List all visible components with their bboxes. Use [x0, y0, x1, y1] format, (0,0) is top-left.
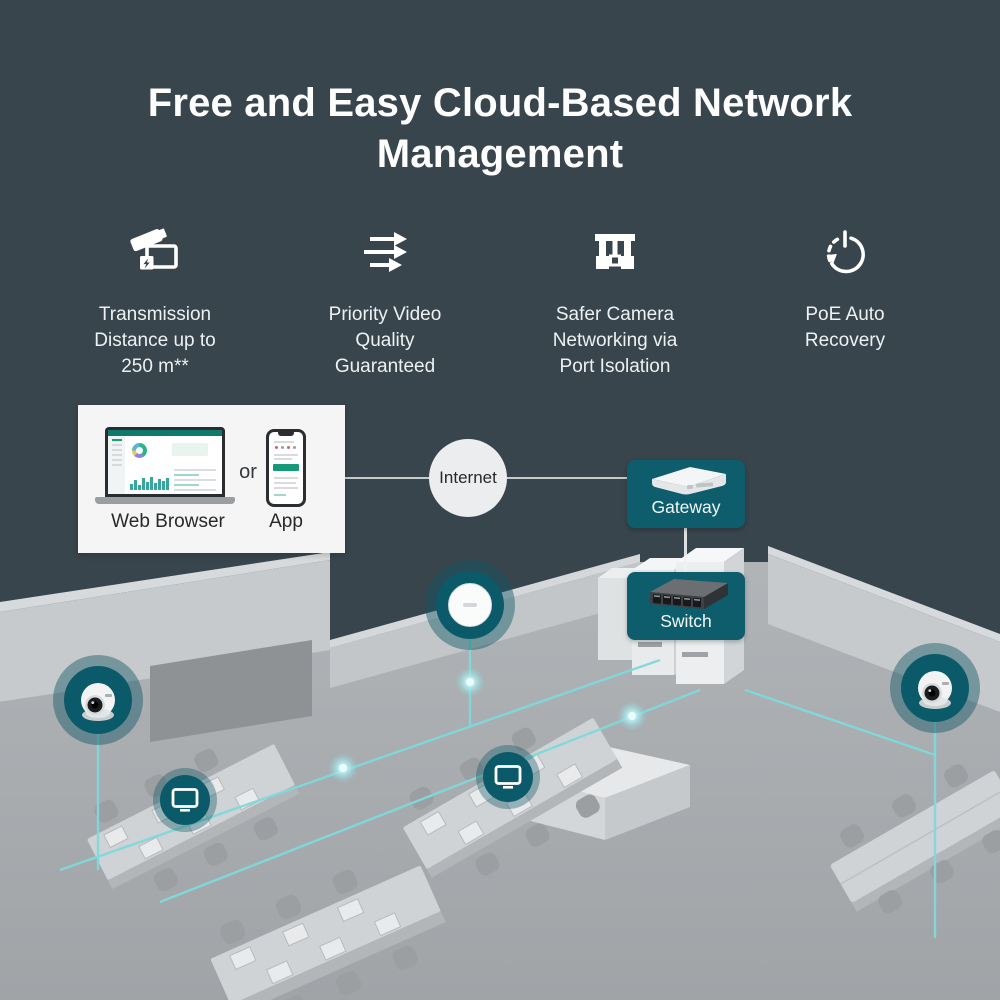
feature-transmission-distance: Transmission Distance up to 250 m**: [40, 224, 270, 379]
monitor-node-center: [476, 745, 540, 809]
feature-label: Priority Video Quality Guaranteed: [328, 304, 442, 377]
left-wall: [0, 552, 330, 742]
switch-node: Switch: [627, 572, 745, 640]
poe-auto-recovery-icon: [817, 224, 873, 282]
management-card: or Web Browser App: [78, 405, 345, 553]
network-cables: [59, 638, 937, 938]
laptop-screen: [105, 427, 225, 497]
features-row: Transmission Distance up to 250 m** Prio…: [40, 224, 960, 379]
monitor-icon: [171, 787, 199, 812]
gateway-label: Gateway: [651, 497, 721, 517]
ip-camera-icon: [81, 683, 115, 721]
wall-panel: [150, 640, 312, 742]
switch-device-icon: [650, 579, 728, 609]
port-isolation-icon: [587, 224, 643, 282]
monitor-icon: [494, 764, 522, 789]
web-browser-label: Web Browser: [111, 511, 225, 532]
glow-dot: [328, 753, 358, 783]
feature-priority-video: Priority Video Quality Guaranteed: [270, 224, 500, 379]
feature-label: Safer Camera Networking via Port Isolati…: [552, 304, 678, 377]
internet-node: Internet: [429, 439, 507, 517]
priority-arrows-icon: [357, 224, 413, 282]
feature-label: Transmission Distance up to 250 m**: [94, 304, 216, 377]
or-label: or: [239, 461, 257, 483]
feature-label: PoE Auto Recovery: [804, 304, 886, 351]
monitor-node-left: [153, 768, 217, 832]
access-point-node: [425, 560, 515, 650]
feature-port-isolation: Safer Camera Networking via Port Isolati…: [500, 224, 730, 379]
glow-dots: [328, 667, 647, 783]
gateway-node: Gateway: [627, 460, 745, 528]
dashboard-bar-chart: [130, 474, 170, 490]
dashboard-sparkline: [172, 443, 208, 456]
switch-label: Switch: [660, 611, 712, 631]
gateway-device-icon: [652, 467, 726, 495]
security-camera-icon: [126, 224, 184, 282]
internet-label: Internet: [439, 468, 497, 487]
gateway-switch-connector-line: [684, 528, 687, 573]
app-green-banner: [273, 464, 299, 471]
app-label: App: [269, 511, 303, 532]
feature-poe-recovery: PoE Auto Recovery: [730, 224, 960, 379]
glow-dot: [617, 701, 647, 731]
page-title: Free and Easy Cloud-Based Network Manage…: [147, 81, 853, 177]
ip-camera-icon: [918, 671, 952, 709]
glow-dot: [455, 667, 485, 697]
web-browser-laptop: [95, 427, 235, 507]
app-phone: [266, 429, 306, 507]
desk-pod: [210, 865, 446, 1000]
camera-node-left: [53, 655, 143, 745]
camera-node-right: [890, 643, 980, 733]
dashboard-donut-chart: [132, 443, 147, 458]
access-point-icon: [448, 583, 492, 627]
